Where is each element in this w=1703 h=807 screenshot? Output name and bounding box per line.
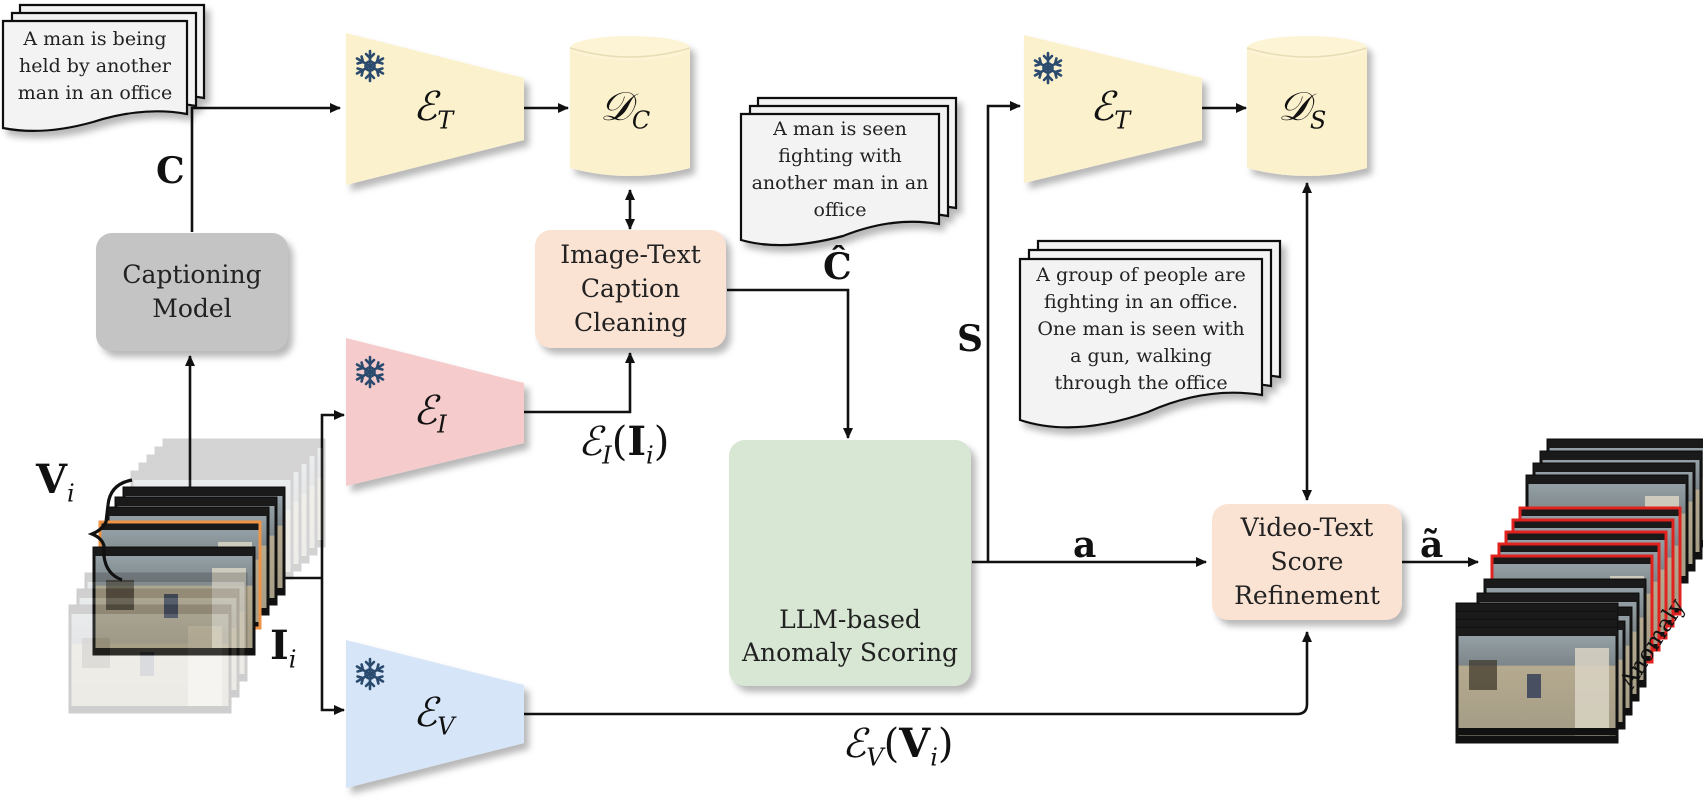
label-scores-a: a bbox=[1073, 524, 1097, 566]
caption-stack-middle bbox=[739, 96, 958, 247]
frozen-snowflake-icon bbox=[1029, 49, 1067, 87]
cleaning-to-llm-arrow bbox=[727, 288, 853, 439]
llm-anomaly-scoring-block: LLM-based Anomaly Scoring bbox=[729, 440, 971, 686]
label-image-embedding-arg: (I bbox=[611, 418, 647, 465]
label-frame-Ii: Ii bbox=[270, 622, 297, 674]
frozen-snowflake-icon bbox=[351, 47, 389, 85]
caption-database bbox=[569, 36, 691, 176]
video-brace bbox=[87, 478, 133, 582]
label-summary-S: S bbox=[957, 318, 983, 360]
caption-stack-right bbox=[1018, 239, 1282, 429]
image-text-caption-cleaning-block: Image-Text Caption Cleaning bbox=[535, 230, 726, 348]
text-encoder-right-label: ℰT bbox=[1090, 84, 1131, 135]
text-encoder-left-label: ℰT bbox=[413, 84, 454, 135]
caption-text-right: A group of people are fighting in an off… bbox=[1036, 264, 1246, 394]
caption-text-top-left: A man is being held by another man in an… bbox=[17, 28, 173, 104]
video-encoder bbox=[346, 640, 524, 788]
caption-database-label: 𝒟C bbox=[600, 84, 651, 135]
label-video-embedding-arg: (V bbox=[883, 720, 931, 767]
label-image-embedding: ℰI(Ii) bbox=[578, 418, 670, 470]
video-text-score-refinement-block: Video-Text Score Refinement bbox=[1212, 504, 1402, 620]
captioning-model-block: Captioning Model bbox=[96, 233, 288, 351]
summary-database bbox=[1246, 36, 1368, 176]
to-video-encoder-arrow bbox=[320, 578, 345, 715]
input-video-frames bbox=[68, 438, 326, 714]
label-captions-C: C bbox=[156, 150, 185, 192]
output-video-frames bbox=[1455, 438, 1703, 744]
llm-to-text-encoder-arrow bbox=[986, 101, 1021, 562]
caption-text-middle: A man is seen fighting with another man … bbox=[751, 118, 929, 221]
text-encoder-right bbox=[1024, 35, 1202, 183]
video-encoder-label: ℰV bbox=[413, 690, 455, 741]
image-encoder-label: ℰI bbox=[413, 388, 447, 439]
frozen-snowflake-icon bbox=[351, 655, 389, 693]
label-video-Vi: Vi bbox=[36, 456, 75, 508]
frozen-snowflake-icon bbox=[351, 353, 389, 391]
text-encoder-left bbox=[346, 33, 524, 185]
summary-database-label: 𝒟S bbox=[1278, 84, 1327, 135]
label-video-embedding: ℰV(Vi) bbox=[842, 720, 954, 772]
caption-stack-top-left bbox=[1, 3, 206, 132]
label-cleaned-captions-C-hat: Ĉ bbox=[823, 246, 852, 288]
video-encoder-to-refinement-arrow bbox=[524, 631, 1312, 716]
image-encoder-to-cleaning-arrow bbox=[524, 352, 635, 414]
image-encoder bbox=[346, 338, 524, 486]
captioning-to-text-encoder-arrow bbox=[190, 103, 341, 232]
label-refined-scores-a-tilde: ã bbox=[1420, 524, 1444, 566]
llm-anomaly-scoring-label: LLM-based Anomaly Scoring bbox=[741, 604, 959, 668]
